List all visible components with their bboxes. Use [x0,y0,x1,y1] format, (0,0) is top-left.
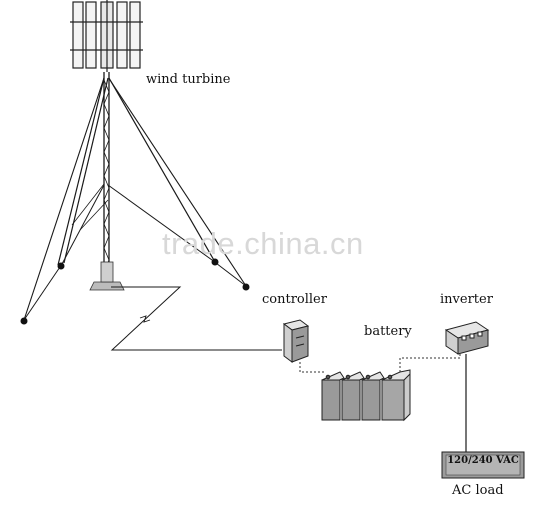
controller-device [282,319,310,363]
wind-turbine-rotor [70,0,143,72]
ac-load-box-label: 120/240 VAC [447,455,519,466]
guy-anchors [20,258,250,325]
watermark: trade.china.cn [162,226,364,261]
ac-load-label: AC load [452,483,504,498]
controller-battery-wire [299,362,326,373]
turbine-cable [110,286,282,351]
battery-inverter-wire [399,352,461,372]
wind-turbine-label: wind turbine [146,72,231,87]
turbine-tower [23,72,247,321]
controller-label: controller [262,292,327,307]
battery-bank [321,369,411,422]
inverter-device [444,321,490,355]
tower-base [89,261,125,291]
ac-load-box: 120/240 VAC [441,451,525,479]
battery-label: battery [364,324,412,339]
inverter-label: inverter [440,292,493,307]
